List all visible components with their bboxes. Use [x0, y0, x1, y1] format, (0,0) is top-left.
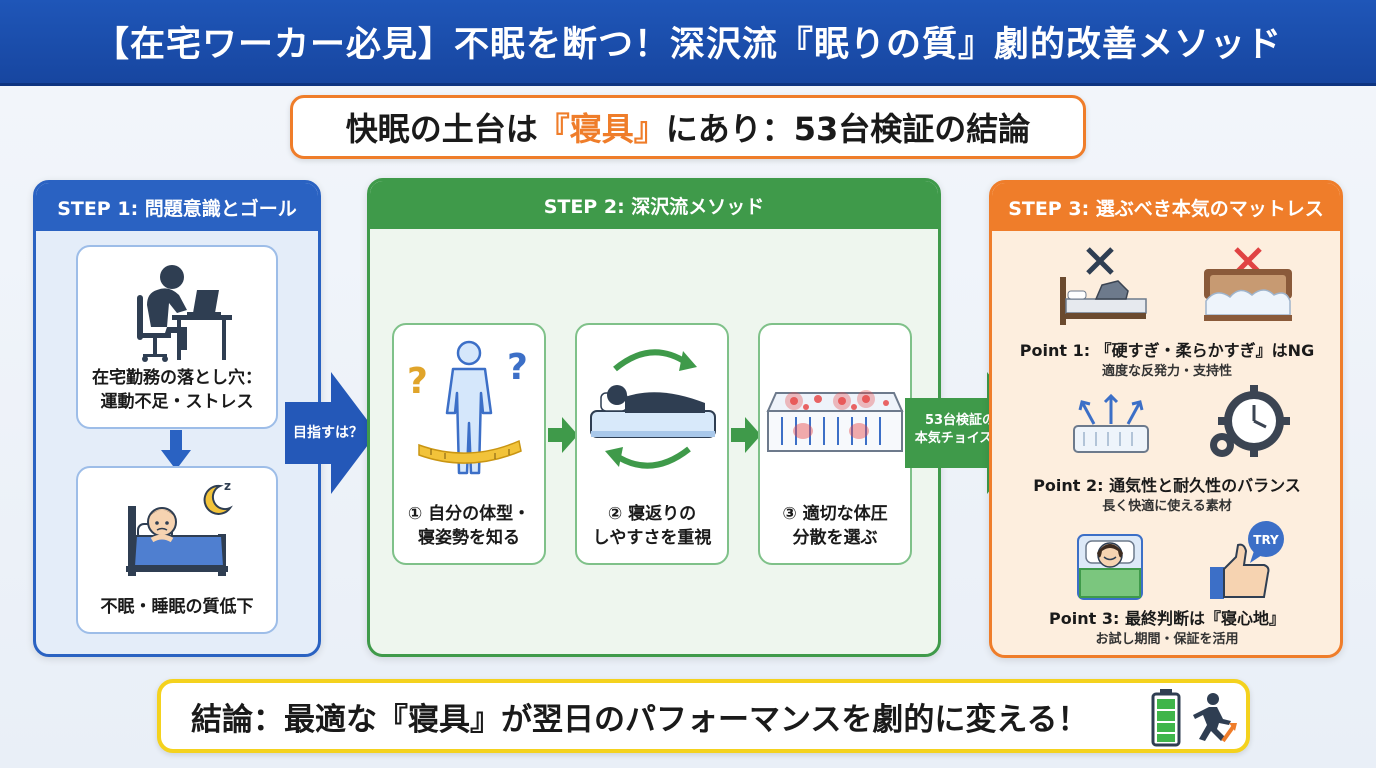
mattress-pressure-icon	[766, 390, 904, 452]
subtitle-accent: 『寝具』	[537, 110, 666, 148]
choice-arrow-line1: 53台検証の	[924, 413, 996, 428]
step1-panel: STEP 1: 問題意識とゴール 在宅勤務の落とし穴： 運動不足・ストレス	[33, 180, 321, 657]
goal-arrow	[285, 372, 377, 494]
point2-title: Point 2: 通気性と耐久性のバランス	[1033, 476, 1301, 495]
step2-card-pressure: ③ 適切な体圧 分散を選ぶ	[758, 323, 912, 565]
thumbs-up-try-icon: TRY	[1210, 521, 1284, 599]
svg-text:z: z	[224, 479, 231, 493]
point2-desc: 長く快適に使える素材	[1102, 499, 1232, 514]
point1-desc: 適度な反発力・支持性	[1101, 364, 1232, 379]
step1-card-insomnia: z 不眠・睡眠の質低下	[76, 466, 278, 634]
hard-bed-ng-icon	[1060, 247, 1147, 325]
subtitle-pre: 快眠の土台は	[345, 110, 538, 148]
point1-title: Point 1: 『硬すぎ・柔らかすぎ』はNG	[1019, 341, 1315, 360]
point3-title: Point 3: 最終判断は『寝心地』	[1049, 609, 1285, 628]
step2-card-turning-line1: ② 寝返りの	[607, 503, 697, 524]
subtitle-post: にあり：53台検証の結論	[665, 110, 1031, 148]
step3-panel: STEP 3: 選ぶべき本気のマットレス Point 1: 『硬すぎ・柔らかすぎ…	[989, 180, 1343, 658]
arrow-down-icon	[161, 430, 191, 470]
step1-card-problem: 在宅勤務の落とし穴： 運動不足・ストレス	[76, 245, 278, 429]
running-person-icon	[1193, 693, 1237, 743]
header-banner: 【在宅ワーカー必見】不眠を断つ！深沢流『眠りの質』劇的改善メソッド	[0, 0, 1376, 86]
insomnia-bed-icon: z	[126, 479, 233, 576]
body-measure-icon: ? ?	[407, 340, 528, 475]
step1-card-problem-line1: 在宅勤務の落とし穴：	[92, 367, 262, 388]
choice-arrow-label: 53台検証の 本気チョイス！	[908, 412, 1012, 447]
step2-card-body-type: ? ? ① 自分の体型・ 寝姿勢を知る	[392, 323, 546, 565]
step2-title: STEP 2: 深沢流メソッド	[370, 181, 938, 229]
subtitle-box: 快眠の土台は 『寝具』 にあり：53台検証の結論	[290, 95, 1086, 159]
svg-text:?: ?	[507, 347, 528, 388]
step1-card-insomnia-label: 不眠・睡眠の質低下	[100, 597, 254, 618]
conclusion-box: 結論：最適な『寝具』が翌日のパフォーマンスを劇的に変える！	[157, 679, 1250, 753]
rolling-over-icon	[590, 349, 716, 469]
arrow-right-icon	[731, 417, 761, 453]
happy-sleeper-icon	[1077, 534, 1143, 600]
svg-text:?: ?	[407, 361, 428, 402]
step2-panel: STEP 2: 深沢流メソッド ? ? ① 自分の体型・ 寝姿勢を知る	[367, 178, 941, 657]
step2-card-pressure-line1: ③ 適切な体圧	[782, 503, 888, 524]
step2-card-turning: ② 寝返りの しやすさを重視	[575, 323, 729, 565]
point3-desc: お試し期間・保証を活用	[1095, 632, 1239, 647]
step2-card-body-type-line2: 寝姿勢を知る	[418, 528, 520, 549]
desk-worker-icon	[137, 265, 232, 362]
step2-card-body-type-line1: ① 自分の体型・	[407, 503, 531, 524]
arrow-right-icon	[548, 417, 578, 453]
step2-card-turning-line2: しやすさを重視	[592, 528, 712, 549]
choice-arrow-line2: 本気チョイス！	[914, 430, 1006, 446]
goal-arrow-label: 目指すは？	[293, 425, 363, 441]
page-title: 【在宅ワーカー必見】不眠を断つ！深沢流『眠りの質』劇的改善メソッド	[93, 25, 1282, 65]
step3-title: STEP 3: 選ぶべき本気のマットレス	[992, 183, 1340, 231]
conclusion-text: 結論：最適な『寝具』が翌日のパフォーマンスを劇的に変える！	[191, 701, 1089, 738]
step1-title: STEP 1: 問題意識とゴール	[36, 183, 318, 231]
breathable-mattress-icon	[1073, 393, 1149, 453]
try-badge-text: TRY	[1253, 533, 1279, 547]
step1-card-problem-line2: 運動不足・ストレス	[100, 392, 254, 413]
soft-bed-ng-icon	[1204, 247, 1292, 321]
battery-full-icon	[1151, 689, 1181, 747]
durability-clock-gear-icon	[1210, 385, 1290, 457]
step2-card-pressure-line2: 分散を選ぶ	[792, 528, 878, 549]
